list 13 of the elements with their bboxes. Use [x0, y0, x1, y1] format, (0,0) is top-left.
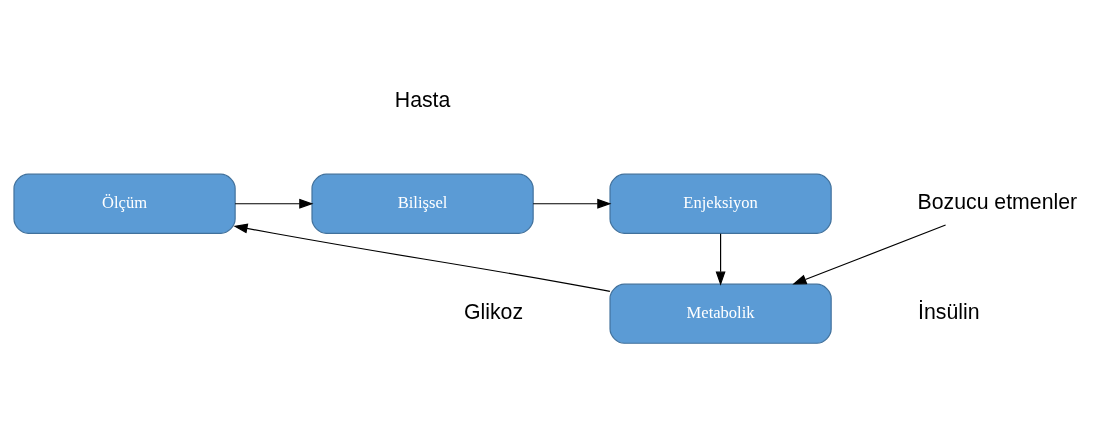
label: İnsülin: [918, 299, 980, 324]
node-box: Bilişsel: [311, 173, 534, 234]
label: Hasta: [394, 87, 451, 112]
node-box: Enjeksiyon: [609, 173, 832, 234]
arrow: [792, 223, 947, 285]
label: Glikoz: [463, 299, 524, 324]
node-box: Metabolik: [609, 283, 832, 344]
arrow: [233, 223, 611, 292]
node-text: Bozucu etmenler: [917, 189, 1078, 214]
arrow: [234, 198, 314, 209]
arrow: [715, 232, 726, 286]
node-box: Ölçüm: [13, 173, 236, 234]
arrow: [532, 198, 612, 209]
